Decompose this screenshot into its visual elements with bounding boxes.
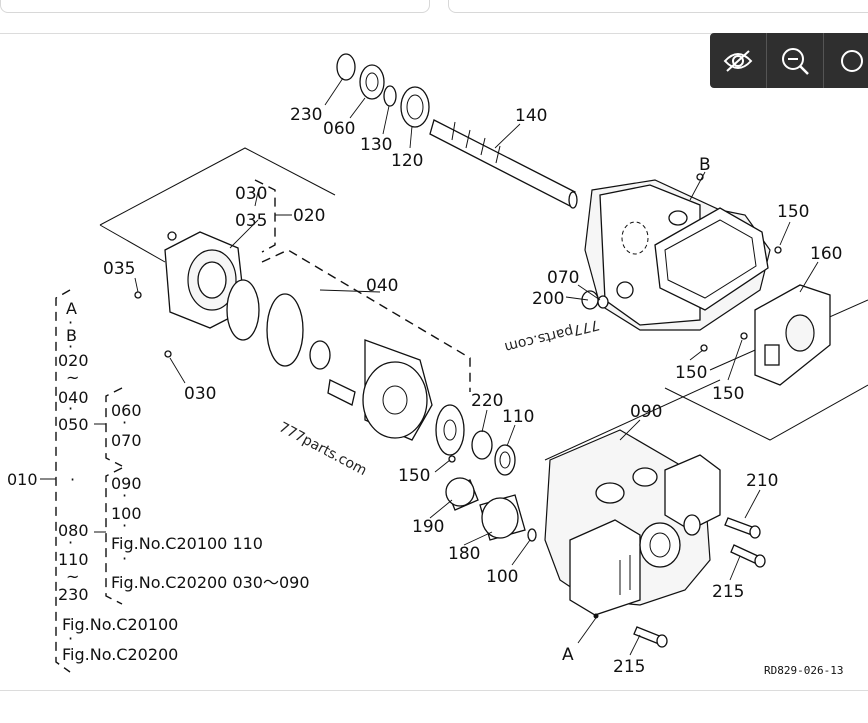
- label-100: 100: [486, 567, 518, 587]
- label-150b: 150: [675, 363, 707, 383]
- part-labels: 230 060 130 120 140 B 150 160 070 200 15…: [103, 105, 842, 677]
- watermark-1: 777parts.com: [503, 316, 601, 355]
- label-120: 120: [391, 151, 423, 171]
- label-035a: 035: [235, 211, 267, 231]
- cover-160: [754, 284, 831, 386]
- eye-off-icon: [723, 49, 753, 72]
- legend-050-0: 060: [111, 401, 142, 420]
- top-divider: [0, 33, 868, 34]
- svg-text:·: ·: [68, 629, 73, 648]
- legend-090-0: 090: [111, 474, 142, 493]
- svg-text:·: ·: [68, 533, 73, 552]
- label-020: 020: [293, 206, 325, 226]
- toggle-visibility-button[interactable]: [710, 33, 767, 88]
- svg-text:·: ·: [68, 399, 73, 418]
- label-150a: 150: [777, 202, 809, 222]
- legend-g1-4: 040: [58, 388, 89, 407]
- legend-fig2: Fig.No.C20200: [62, 645, 178, 664]
- zoom-out-button[interactable]: [767, 33, 824, 88]
- legend-090-2: Fig.No.C20100 110: [111, 534, 263, 553]
- svg-text:·: ·: [122, 413, 127, 432]
- label-A: A: [562, 645, 574, 665]
- legend-g1-2: 020: [58, 351, 89, 370]
- servo-pistons: [445, 477, 537, 542]
- leader-lines: [134, 77, 819, 656]
- label-110: 110: [502, 407, 534, 427]
- label-040: 040: [366, 276, 398, 296]
- pump-housing: [584, 173, 868, 441]
- bottom-divider: [0, 690, 868, 691]
- diagram-toolbar: [710, 33, 868, 88]
- group-boxes: [99, 147, 721, 461]
- svg-text:·: ·: [122, 486, 127, 505]
- legend-g2-3: 230: [58, 585, 89, 604]
- zoom-reset-button[interactable]: [824, 33, 868, 88]
- label-160: 160: [810, 244, 842, 264]
- reference-code: RD829-026-13: [764, 664, 843, 677]
- label-B: B: [699, 155, 711, 175]
- legend: 010 · A · B · 020 ~ 040 · 050 060 · 070 …: [7, 299, 310, 664]
- label-150c: 150: [712, 384, 744, 404]
- label-090: 090: [630, 402, 662, 422]
- zoom-reset-icon: [841, 49, 863, 72]
- label-200: 200: [532, 289, 564, 309]
- label-215a: 215: [712, 582, 744, 602]
- legend-root-dot: ·: [70, 470, 75, 489]
- label-030b: 030: [184, 384, 216, 404]
- rotating-group: [226, 279, 516, 476]
- svg-text:·: ·: [122, 516, 127, 535]
- label-035b: 035: [103, 259, 135, 279]
- label-220: 220: [471, 391, 503, 411]
- label-230: 230: [290, 105, 322, 125]
- legend-brackets: [40, 289, 123, 673]
- label-140: 140: [515, 106, 547, 126]
- legend-g1-1: B: [66, 326, 77, 345]
- label-210: 210: [746, 471, 778, 491]
- watermark-2: 777parts.com: [276, 419, 369, 479]
- legend-g1-3: ~: [66, 368, 79, 387]
- legend-g2-0: 080: [58, 521, 89, 540]
- legend-fig1: Fig.No.C20100: [62, 615, 178, 634]
- svg-text:·: ·: [68, 337, 73, 356]
- label-215b: 215: [613, 657, 645, 677]
- legend-090-3: Fig.No.C20200 030～090: [111, 573, 310, 592]
- legend-g1-0: A: [66, 299, 77, 318]
- label-190: 190: [412, 517, 444, 537]
- port-plate: [134, 231, 246, 358]
- valve-block: [544, 429, 721, 616]
- legend-g2-1: 110: [58, 550, 89, 569]
- label-060: 060: [323, 119, 355, 139]
- legend-root: 010: [7, 470, 38, 489]
- svg-text:·: ·: [122, 549, 127, 568]
- shaft-assembly: [336, 53, 578, 209]
- legend-g1-5: 050: [58, 415, 89, 434]
- top-left-field[interactable]: [0, 0, 430, 13]
- top-right-field[interactable]: [448, 0, 868, 13]
- label-030a: 030: [235, 184, 267, 204]
- label-150d: 150: [398, 466, 430, 486]
- legend-090-1: 100: [111, 504, 142, 523]
- legend-050-1: 070: [111, 431, 142, 450]
- label-070: 070: [547, 268, 579, 288]
- legend-g2-2: ~: [66, 567, 79, 586]
- svg-text:·: ·: [68, 313, 73, 332]
- zoom-out-icon: [782, 47, 809, 75]
- label-180: 180: [448, 544, 480, 564]
- label-130: 130: [360, 135, 392, 155]
